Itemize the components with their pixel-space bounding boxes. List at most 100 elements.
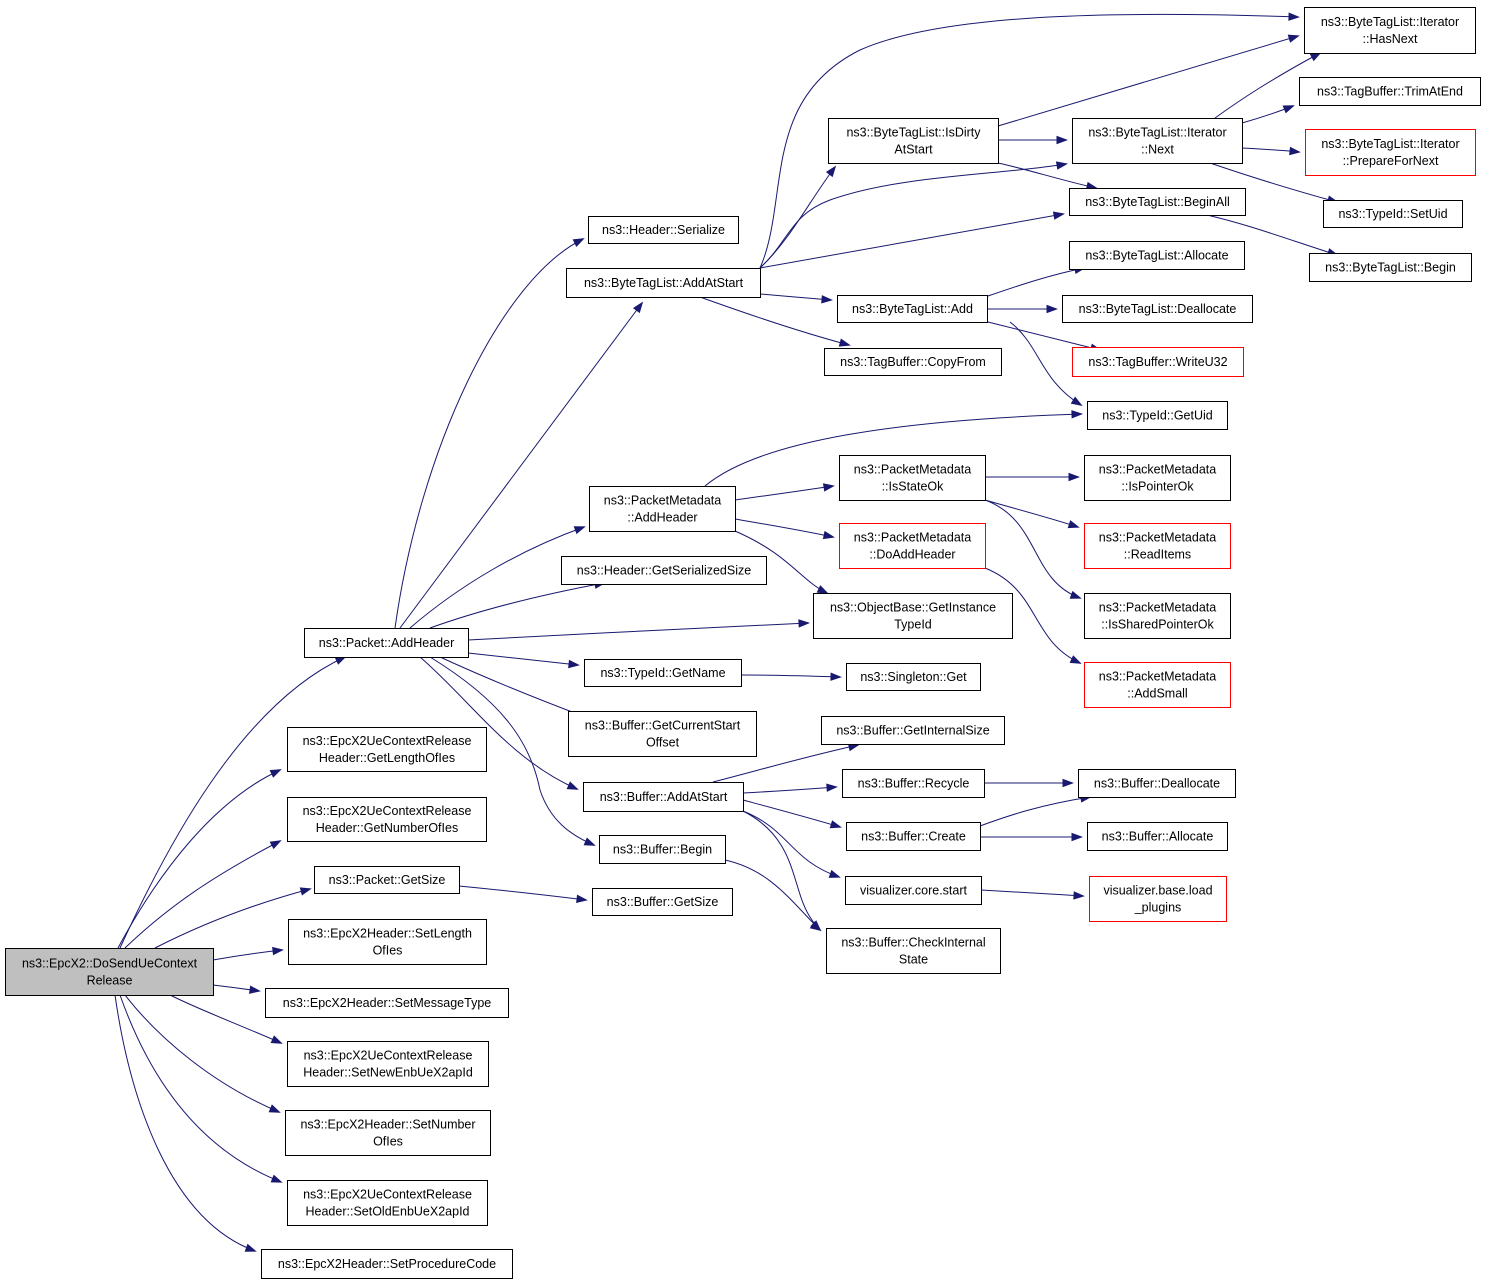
edge-root-to-ue_getlength bbox=[117, 769, 282, 949]
edge-root-to-hdr_setmsgtype bbox=[212, 984, 261, 994]
node-typeid-getname[interactable]: ns3::TypeId::GetName bbox=[584, 659, 742, 687]
node-vis-base-load[interactable]: visualizer.base.load_plugins bbox=[1089, 876, 1227, 922]
edge-line bbox=[984, 499, 1081, 599]
edge-line bbox=[734, 485, 834, 501]
node-ue-setnew[interactable]: ns3::EpcX2UeContextReleaseHeader::SetNew… bbox=[287, 1041, 489, 1087]
edge-pm_addheader-to-typeid_getuid bbox=[704, 410, 1083, 487]
edge-line bbox=[987, 267, 1085, 297]
edge-line bbox=[759, 293, 832, 301]
node-btl-it-hasnext[interactable]: ns3::ByteTagList::Iterator::HasNext bbox=[1304, 7, 1476, 54]
node-buf-recycle[interactable]: ns3::Buffer::Recycle bbox=[842, 769, 985, 798]
node-header-getsersize[interactable]: ns3::Header::GetSerializedSize bbox=[561, 556, 767, 585]
node-buf-deallocate[interactable]: ns3::Buffer::Deallocate bbox=[1078, 769, 1236, 798]
node-box bbox=[813, 593, 1013, 639]
edge-btl_addatstart-to-btl_add bbox=[759, 293, 833, 304]
node-buf-getinternalsize[interactable]: ns3::Buffer::GetInternalSize bbox=[821, 716, 1005, 745]
node-label-line: ::ReadItems bbox=[1124, 548, 1191, 562]
node-typeid-setuid[interactable]: ns3::TypeId::SetUid bbox=[1323, 200, 1463, 228]
node-label-line: ns3::TypeId::GetUid bbox=[1102, 409, 1213, 423]
node-buf-addatstart[interactable]: ns3::Buffer::AddAtStart bbox=[583, 782, 744, 812]
edge-root-to-ue_setold bbox=[119, 994, 283, 1183]
node-btl-it-prepare[interactable]: ns3::ByteTagList::Iterator::PrepareForNe… bbox=[1305, 129, 1476, 176]
node-label-line: ns3::Buffer::Allocate bbox=[1102, 830, 1214, 844]
node-box bbox=[568, 711, 757, 757]
node-btl-beginall[interactable]: ns3::ByteTagList::BeginAll bbox=[1069, 188, 1246, 216]
node-header-serialize[interactable]: ns3::Header::Serialize bbox=[588, 216, 739, 244]
node-label-line: ns3::Buffer::Create bbox=[861, 830, 966, 844]
node-label-line: ns3::Buffer::Recycle bbox=[858, 777, 970, 791]
node-pm-isstateok[interactable]: ns3::PacketMetadata::IsStateOk bbox=[839, 455, 986, 501]
node-box bbox=[592, 888, 733, 916]
node-pm-addheader[interactable]: ns3::PacketMetadata::AddHeader bbox=[589, 486, 736, 532]
node-tb-copyfrom[interactable]: ns3::TagBuffer::CopyFrom bbox=[824, 348, 1002, 376]
node-pm-doaddheader[interactable]: ns3::PacketMetadata::DoAddHeader bbox=[839, 523, 986, 569]
node-buf-allocate[interactable]: ns3::Buffer::Allocate bbox=[1087, 822, 1228, 851]
edge-packet_addheader-to-typeid_getname bbox=[467, 652, 580, 669]
node-btl-begin[interactable]: ns3::ByteTagList::Begin bbox=[1309, 253, 1472, 282]
node-buf-getsize[interactable]: ns3::Buffer::GetSize bbox=[592, 888, 733, 916]
node-btl-deallocate[interactable]: ns3::ByteTagList::Deallocate bbox=[1062, 295, 1253, 323]
node-box bbox=[1084, 662, 1231, 708]
node-box bbox=[824, 348, 1002, 376]
node-ue-setold[interactable]: ns3::EpcX2UeContextReleaseHeader::SetOld… bbox=[287, 1180, 488, 1226]
node-singleton-get[interactable]: ns3::Singleton::Get bbox=[846, 663, 981, 691]
node-vis-core-start[interactable]: visualizer.core.start bbox=[845, 876, 982, 905]
node-typeid-getuid[interactable]: ns3::TypeId::GetUid bbox=[1087, 401, 1228, 430]
node-box bbox=[1072, 347, 1244, 377]
node-label-line: Release bbox=[87, 974, 133, 988]
edge-line bbox=[409, 526, 585, 629]
node-pm-ispointerok[interactable]: ns3::PacketMetadata::IsPointerOk bbox=[1084, 455, 1231, 501]
arrowhead-icon bbox=[838, 338, 851, 347]
node-label-line: ns3::ByteTagList::AddAtStart bbox=[584, 276, 744, 290]
node-label-line: ns3::ByteTagList::Iterator bbox=[1088, 126, 1226, 140]
edge-root-to-ue_setnew bbox=[169, 994, 283, 1044]
edge-line bbox=[704, 413, 1082, 487]
arrowhead-icon bbox=[1067, 520, 1080, 529]
node-tb-trimatend[interactable]: ns3::TagBuffer::TrimAtEnd bbox=[1299, 77, 1481, 106]
node-hdr-setmsgtype[interactable]: ns3::EpcX2Header::SetMessageType bbox=[265, 988, 509, 1018]
node-hdr-setproc[interactable]: ns3::EpcX2Header::SetProcedureCode bbox=[261, 1249, 513, 1279]
node-btl-addatstart[interactable]: ns3::ByteTagList::AddAtStart bbox=[566, 268, 761, 298]
node-pm-addsmall[interactable]: ns3::PacketMetadata::AddSmall bbox=[1084, 662, 1231, 708]
node-ue-getlength[interactable]: ns3::EpcX2UeContextReleaseHeader::GetLen… bbox=[287, 727, 487, 772]
node-box bbox=[561, 556, 767, 585]
node-box bbox=[839, 455, 986, 501]
node-tb-writeu32[interactable]: ns3::TagBuffer::WriteU32 bbox=[1072, 347, 1244, 377]
node-label-line: ns3::EpcX2UeContextRelease bbox=[303, 734, 472, 748]
node-label-line: ns3::Packet::AddHeader bbox=[319, 636, 455, 650]
node-pm-issharedptr[interactable]: ns3::PacketMetadata::IsSharedPointerOk bbox=[1084, 593, 1231, 639]
node-buf-create[interactable]: ns3::Buffer::Create bbox=[846, 822, 981, 851]
edge-line bbox=[124, 840, 281, 949]
edge-buf_addatstart-to-buf_recycle bbox=[742, 783, 838, 794]
edge-line bbox=[439, 656, 589, 719]
arrowhead-icon bbox=[1071, 410, 1083, 419]
arrowhead-icon bbox=[299, 887, 312, 896]
node-ue-getnumber[interactable]: ns3::EpcX2UeContextReleaseHeader::GetNum… bbox=[287, 797, 487, 842]
edge-line bbox=[114, 994, 256, 1252]
node-btl-allocate[interactable]: ns3::ByteTagList::Allocate bbox=[1069, 241, 1245, 270]
node-btl-it-next[interactable]: ns3::ByteTagList::Iterator::Next bbox=[1072, 118, 1243, 164]
node-label-line: ::IsPointerOk bbox=[1121, 480, 1194, 494]
arrowhead-icon bbox=[829, 820, 842, 829]
node-label-line: ns3::TypeId::GetName bbox=[600, 666, 725, 680]
edge-packet_addheader-to-btl_addatstart bbox=[399, 301, 644, 629]
arrowhead-icon bbox=[269, 769, 282, 778]
arrowhead-icon bbox=[1055, 161, 1068, 170]
node-label-line: ns3::ByteTagList::Allocate bbox=[1085, 249, 1228, 263]
node-buf-begin[interactable]: ns3::Buffer::Begin bbox=[599, 835, 726, 864]
edge-typeid_getname-to-singleton_get bbox=[740, 672, 842, 681]
node-btl-add[interactable]: ns3::ByteTagList::Add bbox=[837, 295, 988, 323]
node-box bbox=[584, 659, 742, 687]
node-pm-readitems[interactable]: ns3::PacketMetadata::ReadItems bbox=[1084, 523, 1231, 569]
edge-btl_it_next-to-btl_it_prepare bbox=[1241, 146, 1301, 156]
node-box bbox=[589, 486, 736, 532]
node-packet-getsize[interactable]: ns3::Packet::GetSize bbox=[314, 866, 460, 894]
node-packet-addheader[interactable]: ns3::Packet::AddHeader bbox=[304, 628, 469, 658]
